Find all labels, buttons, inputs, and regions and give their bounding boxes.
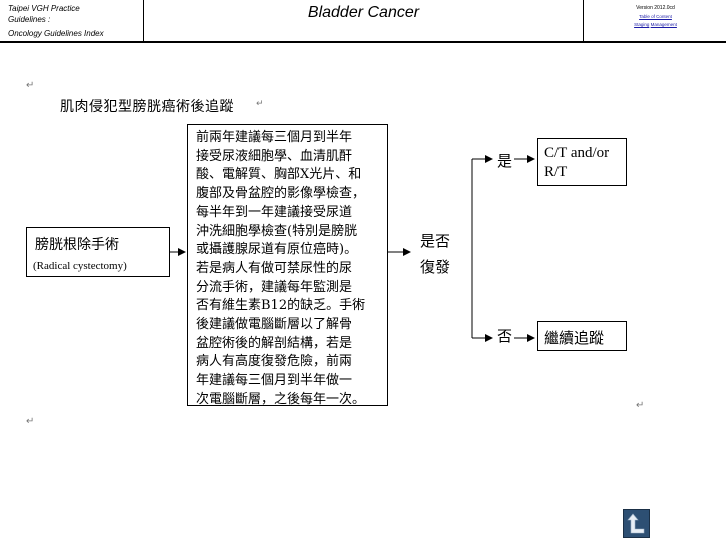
followup-text: 前兩年建議每三個月到半年 接受尿液細胞學、血清肌酐 酸、電解質、胸部X光片、和 …: [196, 129, 382, 410]
header-line-3: Oncology Guidelines Index: [8, 29, 104, 38]
followup-line: 腹部及骨盆腔的影像學檢查，: [196, 186, 366, 202]
ct-rt-box: C/T and/or R/T: [537, 138, 627, 186]
followup-line: 後建議做電腦斷層以了解骨: [196, 317, 353, 333]
return-arrow-icon: [627, 513, 645, 534]
followup-line: 盆腔術後的解剖結構，若是: [196, 335, 353, 351]
followup-line: 酸、電解質、胸部X光片、和: [196, 167, 362, 183]
paragraph-mark: ↵: [636, 400, 645, 411]
header-line-1: Taipei VGH Practice: [8, 4, 80, 13]
decision-line-1: 是否: [420, 232, 451, 250]
ct-rt-label: C/T and/or R/T: [544, 145, 610, 180]
guideline-index-block: Taipei VGH Practice Guidelines : Oncolog…: [0, 0, 142, 41]
followup-line: 次電腦斷層，之後每年一次。: [196, 391, 366, 407]
cystectomy-label-zh: 膀胱根除手術: [35, 237, 119, 253]
continue-followup-box: 繼續追蹤: [537, 321, 627, 351]
management-link[interactable]: Management: [650, 22, 677, 27]
header-divider: [0, 41, 726, 43]
cystectomy-label-en: (Radical cystectomy): [33, 260, 127, 272]
decision-line-2: 復發: [420, 258, 451, 276]
followup-line: 每半年到一年建議接受尿道: [196, 204, 353, 220]
yes-label: 是: [497, 152, 513, 170]
continue-followup-label: 繼續追蹤: [544, 329, 605, 347]
paragraph-mark: ↵: [26, 416, 35, 427]
followup-line: 年建議每三個月到半年做一: [196, 373, 353, 389]
cystectomy-box: 膀胱根除手術 (Radical cystectomy): [26, 227, 170, 277]
paragraph-mark: ↵: [256, 99, 264, 109]
header-line-2: Guidelines :: [8, 15, 51, 24]
followup-line: 接受尿液細胞學、血清肌酐: [196, 148, 353, 164]
followup-box: 前兩年建議每三個月到半年 接受尿液細胞學、血清肌酐 酸、電解質、胸部X光片、和 …: [187, 124, 388, 407]
followup-line: 否有維生素B12的缺乏。手術: [196, 298, 366, 314]
header-title-block: Bladder Cancer: [143, 0, 584, 41]
header: Taipei VGH Practice Guidelines : Oncolog…: [0, 0, 726, 41]
no-label: 否: [497, 327, 513, 345]
recurrence-decision: 是否 復發: [420, 228, 460, 280]
version-label: Version 2012.0cd: [636, 5, 675, 11]
followup-line: 病人有高度復發危險，前兩: [196, 354, 353, 370]
followup-line: 前兩年建議每三個月到半年: [196, 130, 353, 145]
back-button[interactable]: [623, 509, 650, 538]
table-of-content-link[interactable]: Table of Content: [639, 14, 672, 19]
followup-line: 或攝護腺尿道有原位癌時)。: [196, 242, 358, 258]
page-title: 肌肉侵犯型膀胱癌術後追蹤: [60, 99, 234, 115]
staging-link[interactable]: Staging: [634, 22, 650, 27]
followup-line: 若是病人有做可禁尿性的尿: [196, 260, 353, 276]
paragraph-mark: ↵: [26, 80, 35, 91]
page-header-title: Bladder Cancer: [307, 4, 420, 21]
followup-line: 沖洗細胞學檢查(特別是膀胱: [196, 223, 358, 239]
header-nav-block: Version 2012.0cd Table of Content Stagin…: [585, 0, 726, 41]
followup-line: 分流手術，建議每年監測是: [196, 279, 353, 295]
